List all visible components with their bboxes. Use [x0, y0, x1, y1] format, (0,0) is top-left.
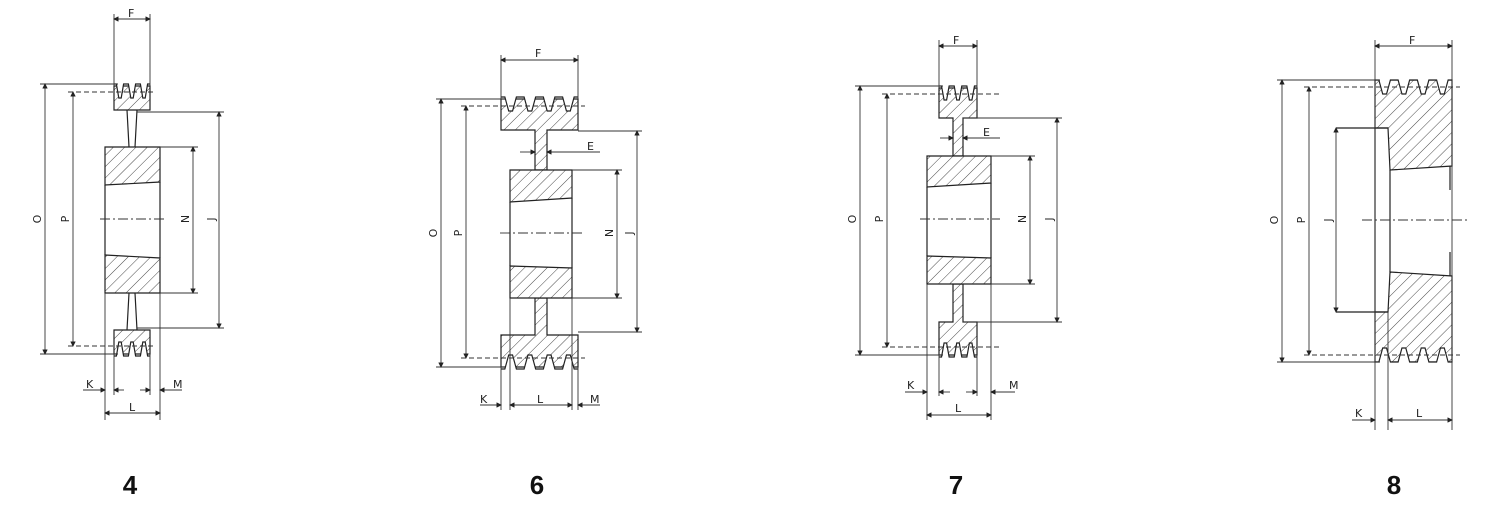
groove-outline: [501, 354, 578, 370]
groove-mask: [114, 342, 150, 359]
dim-label-k: K: [480, 393, 488, 406]
dim-label-n: N: [1016, 215, 1029, 223]
dimension-lines: [40, 14, 224, 420]
groove-mask: [939, 83, 977, 100]
figure-6: F E O P N J K L M 6: [427, 47, 642, 500]
dim-label-o: O: [31, 214, 44, 223]
dim-label-p: P: [452, 229, 465, 236]
dim-label-j: J: [623, 231, 636, 235]
dim-label-m: M: [173, 378, 183, 391]
dim-label-o: O: [1268, 215, 1281, 224]
dim-label-m: M: [1009, 379, 1019, 392]
figure-number: 8: [1387, 470, 1401, 500]
dim-label-e: E: [983, 126, 990, 139]
groove-profile: [114, 341, 150, 359]
groove-profile: [1375, 77, 1452, 95]
dim-label-f: F: [128, 7, 134, 20]
pulley-section: [104, 81, 161, 359]
dim-label-o: O: [427, 228, 440, 237]
dim-label-j: J: [205, 217, 218, 221]
groove-mask: [939, 343, 977, 360]
pulley-section: [1336, 77, 1453, 365]
dim-label-m: M: [590, 393, 600, 406]
figure-number: 4: [123, 470, 138, 500]
dim-label-l: L: [537, 393, 544, 406]
dim-label-f: F: [535, 47, 541, 60]
dim-label-p: P: [873, 215, 886, 222]
groove-profile: [939, 83, 977, 101]
dim-label-k: K: [86, 378, 94, 391]
dim-label-f: F: [1409, 34, 1415, 47]
dim-label-n: N: [603, 229, 616, 237]
groove-profile: [939, 342, 977, 360]
figure-8: F O P J K L 8: [1268, 34, 1470, 500]
dim-label-e: E: [587, 140, 594, 153]
dim-label-j: J: [1322, 218, 1335, 222]
dim-label-n: N: [179, 215, 192, 223]
dim-label-k: K: [1355, 407, 1363, 420]
dim-label-j: J: [1043, 217, 1056, 221]
dimension-lines: [436, 55, 642, 410]
groove-outline: [939, 85, 977, 101]
groove-outline: [1375, 79, 1452, 95]
dimension-lines: [1277, 40, 1470, 430]
dim-label-k: K: [907, 379, 915, 392]
pulley-section: [926, 83, 992, 360]
groove-outline: [939, 342, 977, 358]
groove-outline: [114, 83, 150, 99]
figure-number: 6: [530, 470, 544, 500]
dim-label-l: L: [1416, 407, 1423, 420]
figure-7: F E O P N J K M L 7: [846, 34, 1062, 500]
dim-label-l: L: [955, 402, 962, 415]
groove-profile: [114, 81, 150, 99]
figure-number: 7: [949, 470, 963, 500]
figure-4: F O P N J K M L 4: [31, 7, 224, 500]
dim-label-l: L: [129, 401, 136, 414]
dimension-lines: [855, 40, 1062, 420]
dim-label-f: F: [953, 34, 959, 47]
dim-label-p: P: [59, 215, 72, 222]
groove-outline: [114, 341, 150, 357]
groove-mask: [114, 81, 150, 98]
dim-label-o: O: [846, 214, 859, 223]
groove-profile: [501, 354, 578, 372]
dim-label-p: P: [1295, 216, 1308, 223]
